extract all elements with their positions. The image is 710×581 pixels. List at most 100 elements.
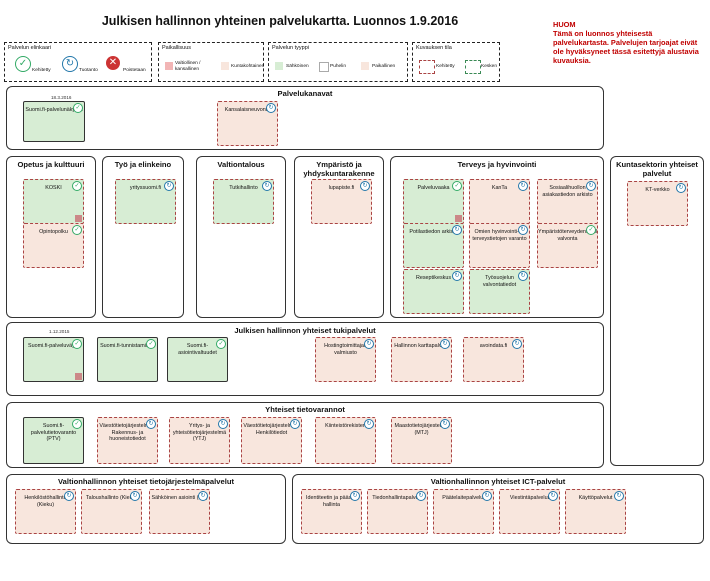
legend-item: Kuntakohtainen	[231, 64, 265, 69]
card-label: yrityssuomi.fi	[129, 185, 162, 191]
refresh-icon: ↻	[614, 491, 624, 501]
card-label: Viestintäpalvelut	[509, 495, 550, 501]
service-card[interactable]: Sosiaalihuollon asiakastiedon arkisto ↻	[537, 179, 598, 224]
card-label: Sähköinen asiointi (VY)	[151, 495, 208, 501]
service-card[interactable]: Työsuojelun valvontatiedot ↻	[469, 269, 530, 314]
corner-marker	[455, 215, 462, 222]
service-card[interactable]: Palveluvaaka ✓	[403, 179, 464, 224]
legend-item: Sähköinen	[286, 64, 309, 69]
card-label: Palveluvaaka	[417, 185, 450, 191]
service-card[interactable]: Reseptikeskus ↻	[403, 269, 464, 314]
delete-icon: ✕	[106, 56, 120, 70]
card-label: lupapiste.fi	[328, 185, 355, 191]
service-card[interactable]: Suomi.fi-palvelunäkymä ✓	[23, 101, 85, 142]
card-label: KanTa	[491, 185, 508, 191]
card-label: Väestötietojärjestelmä - Rakennus- ja hu…	[99, 423, 156, 443]
panel-terveys: Terveys ja hyvinvointi Palveluvaaka ✓ Ka…	[390, 156, 604, 318]
service-card[interactable]: Kiinteistörekisteri ↻	[315, 417, 376, 464]
refresh-icon: ↻	[452, 271, 462, 281]
legend-item: Paikallinen	[372, 64, 396, 69]
card-label: Maastotietojärjestelmä (MTJ)	[394, 423, 449, 436]
legend-title: Palvelun tyyppi	[272, 45, 309, 51]
refresh-icon: ↻	[290, 419, 300, 429]
service-card[interactable]: Henkilöstöhallinto (Kieku) ↻	[15, 489, 76, 534]
service-card[interactable]: Potilastiedon arkisto ↻	[403, 223, 464, 268]
panel-palvelukanavat: Palvelukanavat 18.3.2016 Suomi.fi-palvel…	[6, 86, 604, 150]
draft-note: HUOM Tämä on luonnos yhteisestä palveluk…	[553, 20, 699, 65]
service-card[interactable]: Omien hyvinvointi- ja terveystietojen va…	[469, 223, 530, 268]
card-label: Taloushallinto (Kieku)	[85, 495, 138, 501]
service-card[interactable]: Taloushallinto (Kieku) ↻	[81, 489, 142, 534]
service-card[interactable]: Päätelaitepalvelut ↻	[433, 489, 494, 534]
card-label: Hallinnon karttapalvelu	[394, 343, 449, 349]
refresh-icon: ↻	[262, 181, 272, 191]
service-card[interactable]: Viestintäpalvelut ↻	[499, 489, 560, 534]
legend-description-status: Kuvauksen tila Kehitetty Kesken	[412, 42, 500, 82]
card-label: KT-verkko	[645, 187, 670, 193]
service-card[interactable]: Identiteetin ja pääsyn hallinta ↻	[301, 489, 362, 534]
card-label: Suomi.fi-asiointivaltuudet	[178, 343, 217, 356]
refresh-icon: ↻	[452, 225, 462, 235]
service-card[interactable]: avoindata.fi ↻	[463, 337, 524, 382]
panel-opetus: Opetus ja kulttuuri KOSKI ✓ Opintopolku …	[6, 156, 96, 318]
card-label: Kansalaisneuvonta	[224, 107, 271, 113]
refresh-icon: ↻	[64, 491, 74, 501]
refresh-icon: ↻	[512, 339, 522, 349]
service-card[interactable]: Suomi.fi-palveluväylä ✓	[23, 337, 84, 382]
panel-title: Työ ja elinkeino	[114, 160, 172, 169]
refresh-icon: ↻	[482, 491, 492, 501]
service-card[interactable]: KanTa ↻	[469, 179, 530, 224]
legend-swatch	[361, 62, 369, 70]
page-title: Julkisen hallinnon yhteinen palvelukartt…	[101, 14, 459, 28]
service-card[interactable]: KOSKI ✓	[23, 179, 84, 224]
card-label: Suomi.fi-palveluväylä	[28, 343, 79, 349]
panel-title: Valtionhallinnon yhteiset tietojärjestel…	[58, 477, 234, 486]
service-card[interactable]: yrityssuomi.fi ↻	[115, 179, 176, 224]
corner-marker	[75, 215, 82, 222]
card-label: Omien hyvinvointi- ja terveystietojen va…	[472, 229, 527, 242]
refresh-icon: ↻	[586, 181, 596, 191]
service-card[interactable]: KT-verkko ↻	[627, 181, 688, 226]
service-card[interactable]: Kansalaisneuvonta ↻	[217, 101, 278, 146]
service-card[interactable]: Yritys- ja yhteisötietojärjestelmä (YTJ)…	[169, 417, 230, 464]
card-label: Sosiaalihuollon asiakastiedon arkisto	[542, 185, 593, 198]
service-card[interactable]: Hostingtoimittajan valmiusto ↻	[315, 337, 376, 382]
legend-item: Poistetaan	[123, 68, 146, 73]
panel-tyo: Työ ja elinkeino yrityssuomi.fi ↻	[102, 156, 184, 318]
card-label: Identiteetin ja pääsyn hallinta	[306, 495, 357, 508]
panel-valtiontalous: Valtiontalous Tutkihallinto ↻	[196, 156, 286, 318]
service-card[interactable]: lupapiste.fi ↻	[311, 179, 372, 224]
service-card[interactable]: Suomi.fi-asiointivaltuudet ✓	[167, 337, 228, 382]
service-card[interactable]: Ympäristöterveydenhuollon valvonta ✓	[537, 223, 598, 268]
service-card[interactable]: Suomi.fi-tunnistaminen ✓	[97, 337, 158, 382]
refresh-icon: ↻	[146, 419, 156, 429]
corner-marker	[75, 373, 82, 380]
card-label: Hostingtoimittajan valmiusto	[324, 343, 367, 356]
check-icon: ✓	[73, 103, 83, 113]
service-card[interactable]: Väestötietojärjestelmä - Rakennus- ja hu…	[97, 417, 158, 464]
card-label: Kiinteistörekisteri	[325, 423, 366, 429]
panel-title: Kuntasektorin yhteiset palvelut	[616, 160, 698, 178]
panel-ymparisto: Ympäristö ja yhdyskuntarakenne lupapiste…	[294, 156, 384, 318]
service-card[interactable]: Hallinnon karttapalvelu ↻	[391, 337, 452, 382]
service-card[interactable]: Tiedonhallintapalvelu ↻	[367, 489, 428, 534]
service-card[interactable]: Sähköinen asiointi (VY) ↻	[149, 489, 210, 534]
service-card[interactable]: Käyttöpalvelut ↻	[565, 489, 626, 534]
service-card[interactable]: Väestötietojärjestelmä - Henkilötiedot ↻	[241, 417, 302, 464]
check-icon: ✓	[15, 56, 31, 72]
legend-swatch	[275, 62, 283, 70]
panel-title: Palvelukanavat	[277, 89, 333, 98]
refresh-icon: ↻	[364, 419, 374, 429]
refresh-icon: ↻	[548, 491, 558, 501]
legend-item: Tuotanto	[79, 68, 98, 73]
service-card[interactable]: Tutkihallinto ↻	[213, 179, 274, 224]
legend-title: Paikallisuus	[162, 45, 192, 51]
check-icon: ✓	[586, 225, 596, 235]
legend-swatch	[165, 62, 173, 70]
service-card[interactable]: Opintopolku ✓	[23, 223, 84, 268]
service-card[interactable]: Maastotietojärjestelmä (MTJ) ↻	[391, 417, 452, 464]
card-label: Potilastiedon arkisto	[409, 229, 458, 235]
card-label: Suomi.fi-tunnistaminen	[100, 343, 155, 349]
refresh-icon: ↻	[518, 181, 528, 191]
service-card[interactable]: Suomi.fi-palvelutietovaranto (PTV) ✓	[23, 417, 84, 464]
